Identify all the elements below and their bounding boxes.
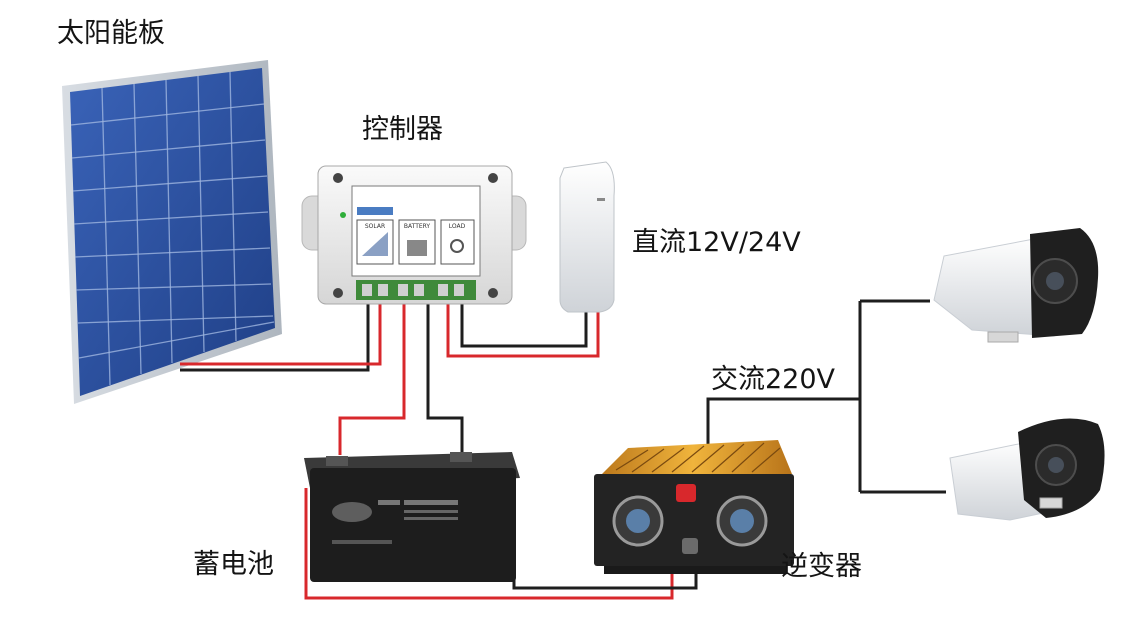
inverter bbox=[594, 440, 794, 574]
controller-solar-tag: SOLAR bbox=[365, 223, 385, 230]
inverter-label: 逆变器 bbox=[781, 551, 862, 582]
charge-controller: SOLAR BATTERY LOAD bbox=[301, 165, 527, 305]
controller-battery-tag: BATTERY bbox=[404, 223, 431, 230]
camera-bottom bbox=[949, 418, 1105, 521]
ac-output-label: 交流220V bbox=[711, 364, 836, 395]
dc-device bbox=[559, 161, 615, 313]
solar-panel-label: 太阳能板 bbox=[57, 18, 165, 49]
battery-label: 蓄电池 bbox=[193, 549, 274, 580]
battery bbox=[304, 452, 520, 582]
controller-load-tag: LOAD bbox=[449, 223, 466, 230]
dc-output-label: 直流12V/24V bbox=[632, 227, 801, 258]
camera-top bbox=[933, 228, 1099, 343]
controller-label: 控制器 bbox=[362, 114, 443, 145]
solar-panel bbox=[62, 60, 282, 404]
